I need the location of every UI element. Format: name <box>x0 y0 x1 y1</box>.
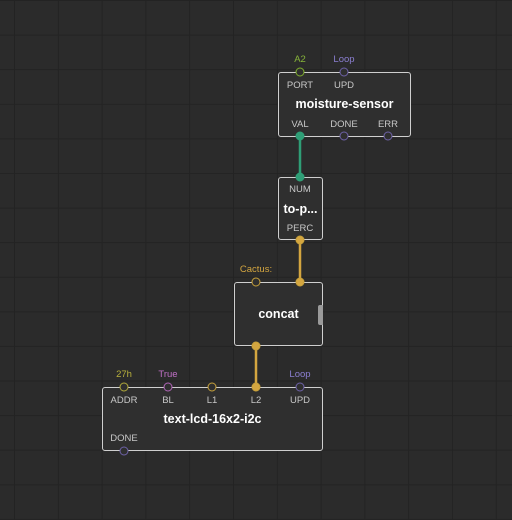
pin-value-bl: True <box>158 369 178 380</box>
pin-label-port: PORT <box>286 80 314 91</box>
node-concat[interactable]: concat <box>234 282 323 346</box>
pin-label-num: NUM <box>289 184 311 195</box>
pin-concat-out[interactable] <box>251 341 261 351</box>
pin-value-concat-in1: Cactus: <box>239 264 273 275</box>
pin-label-lcd-done: DONE <box>110 433 138 444</box>
node-title: to-p... <box>283 202 318 216</box>
pin-lcd-upd[interactable] <box>295 382 305 392</box>
pin-label-bl: BL <box>162 395 174 406</box>
pin-perc[interactable] <box>295 235 305 245</box>
pin-value-port: A2 <box>294 54 306 65</box>
node-text-lcd-16x2-i2c[interactable]: text-lcd-16x2-i2c <box>102 387 323 451</box>
node-title: text-lcd-16x2-i2c <box>163 412 262 426</box>
pin-label-val: VAL <box>291 119 309 130</box>
pin-err[interactable] <box>383 131 393 141</box>
pin-label-addr: ADDR <box>110 395 138 406</box>
pin-done[interactable] <box>339 131 349 141</box>
pin-l2[interactable] <box>251 382 261 392</box>
pin-upd[interactable] <box>339 67 349 77</box>
node-title: moisture-sensor <box>295 97 394 111</box>
pin-num[interactable] <box>295 172 305 182</box>
pin-label-l1: L1 <box>206 395 218 406</box>
pin-label-done: DONE <box>330 119 358 130</box>
pin-label-l2: L2 <box>250 395 262 406</box>
pin-concat-in2[interactable] <box>295 277 305 287</box>
pin-concat-in1[interactable] <box>251 277 261 287</box>
pin-bl[interactable] <box>163 382 173 392</box>
pin-label-upd: UPD <box>333 80 355 91</box>
pin-label-err: ERR <box>377 119 399 130</box>
pin-label-perc: PERC <box>286 223 314 234</box>
pin-value-addr: 27h <box>116 369 132 380</box>
pin-l1[interactable] <box>207 382 217 392</box>
pin-addr[interactable] <box>119 382 129 392</box>
node-title: concat <box>258 307 299 321</box>
pin-value-lcd-upd: Loop <box>289 369 311 380</box>
pin-label-lcd-upd: UPD <box>289 395 311 406</box>
pin-lcd-done[interactable] <box>119 446 129 456</box>
pin-value-upd: Loop <box>333 54 355 65</box>
variadic-handle[interactable] <box>318 305 323 325</box>
pin-val[interactable] <box>295 131 305 141</box>
pin-port[interactable] <box>295 67 305 77</box>
